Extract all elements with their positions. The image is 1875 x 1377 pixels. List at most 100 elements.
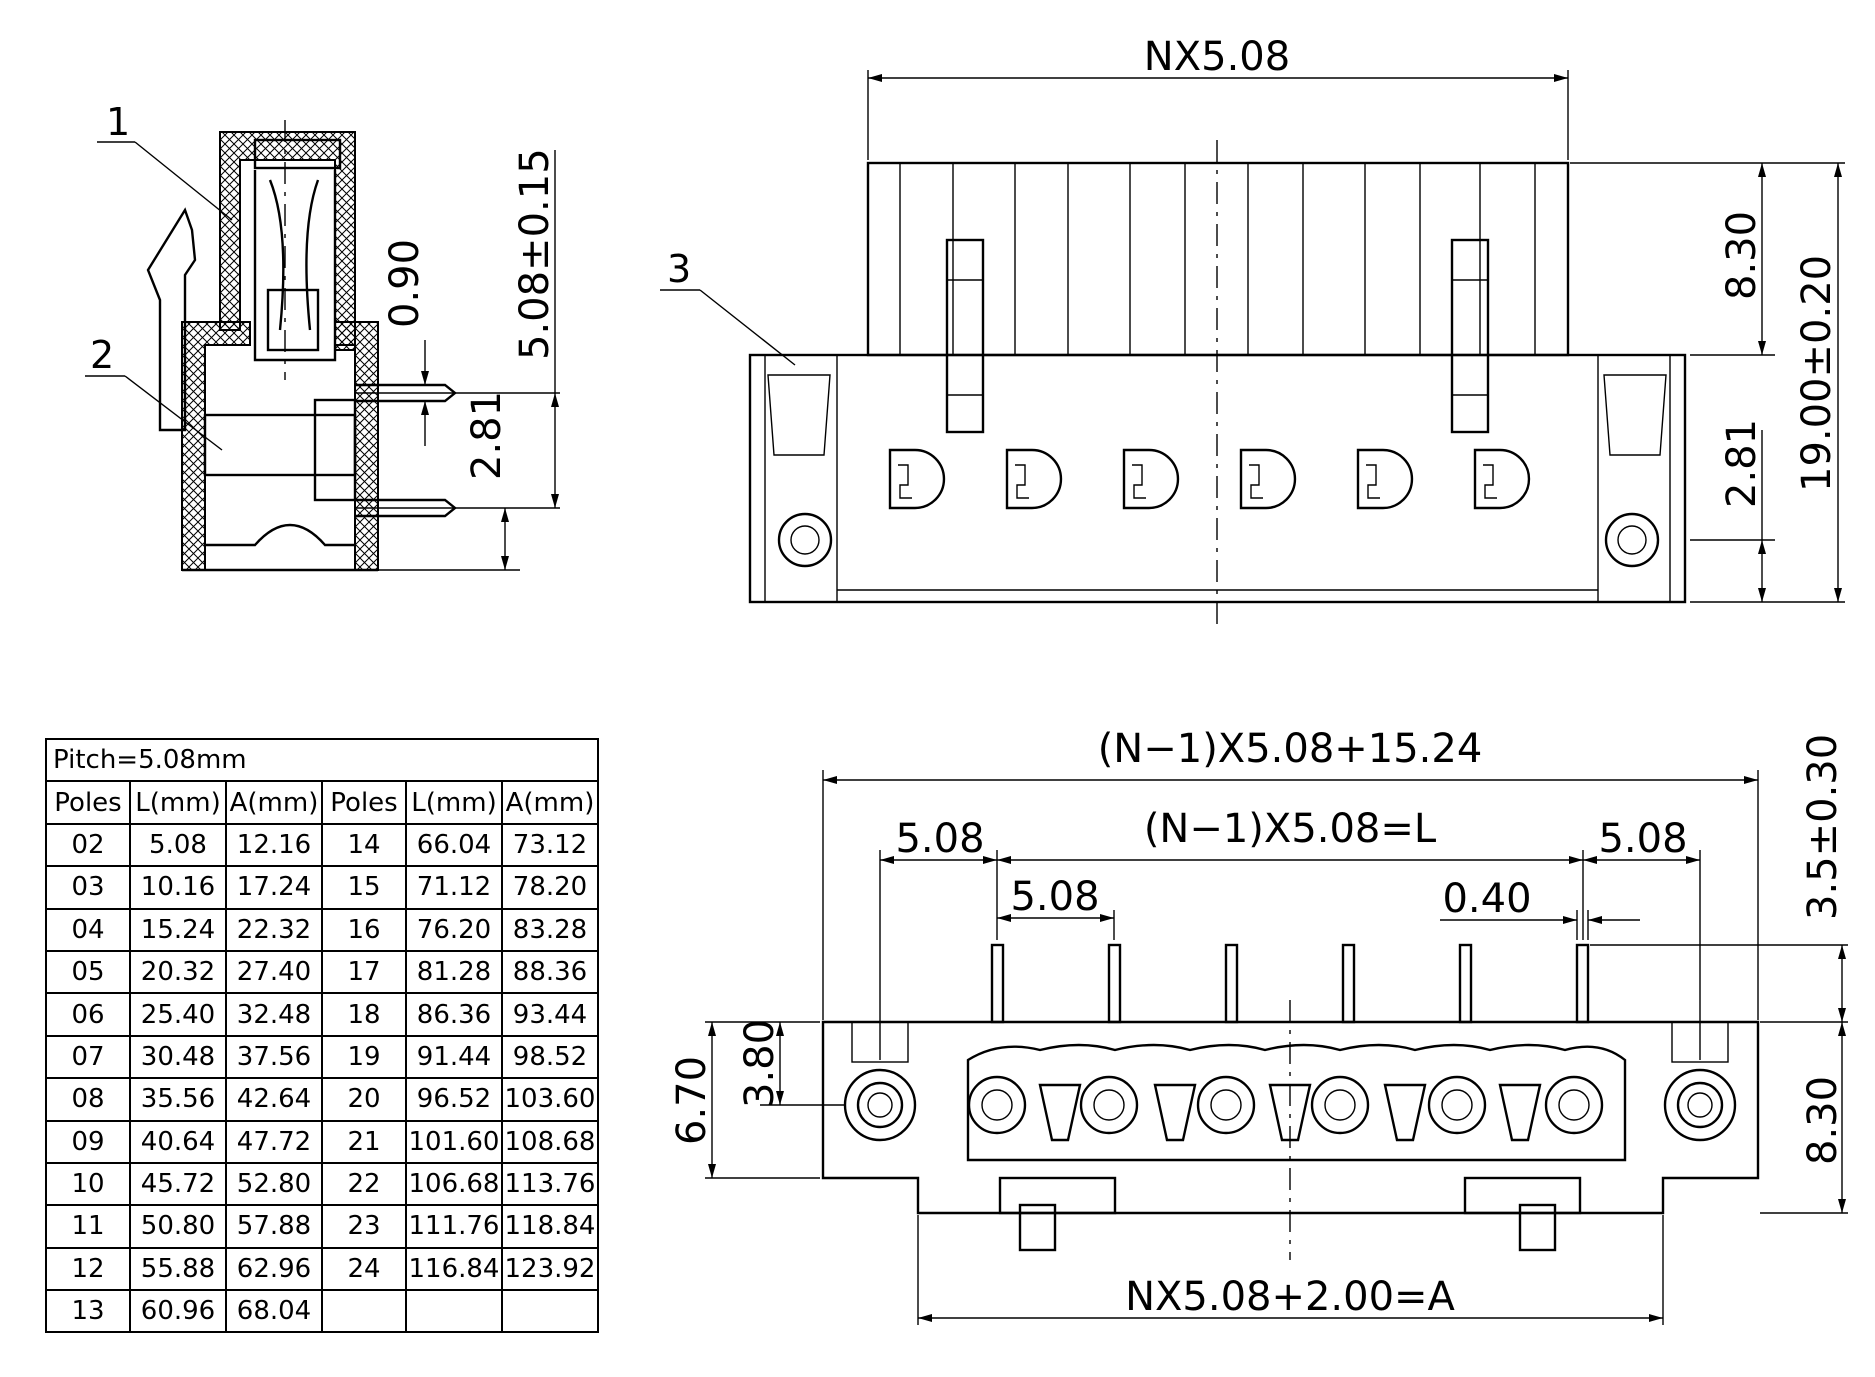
callout-1: 1: [106, 100, 130, 144]
header-a-2: A(mm): [501, 780, 599, 825]
table-cell: 111.76: [405, 1204, 503, 1249]
table-cell: 20.32: [129, 949, 227, 995]
table-cell: 68.04: [225, 1289, 323, 1334]
table-cell: 78.20: [501, 865, 599, 910]
table-cell: 18: [321, 992, 407, 1037]
table-cell: 123.92: [501, 1246, 599, 1292]
table-cell: 25.40: [129, 992, 227, 1037]
top-dim-670-label: 6.70: [669, 1056, 715, 1145]
front-left-hole: [777, 512, 833, 568]
table-cell: 52.80: [225, 1161, 323, 1207]
table-cell: 22: [321, 1161, 407, 1207]
top-right-latch-slot: [1463, 1176, 1582, 1215]
top-dim-380-label: 3.80: [737, 1019, 783, 1108]
table-cell: 47.72: [225, 1119, 323, 1164]
table-cell: 06: [45, 992, 131, 1037]
front-dim-height-label: 19.00±0.20: [1794, 255, 1840, 492]
top-right-latch: [1518, 1203, 1557, 1252]
top-body: [821, 1020, 1760, 1215]
front-left-recess: [767, 374, 831, 456]
table-cell: 07: [45, 1034, 131, 1080]
front-left-latch: [945, 238, 985, 434]
top-dim-a-label: NX5.08+2.00=A: [1125, 1274, 1455, 1320]
side-bottom-contour: [205, 523, 355, 547]
table-cell: 19: [321, 1034, 407, 1080]
table-cell: 08: [45, 1077, 131, 1122]
table-cell: 113.76: [501, 1161, 599, 1207]
top-dim-830-label: 8.30: [1800, 1076, 1846, 1165]
side-screw-head: [253, 138, 342, 170]
table-cell: 73.12: [501, 822, 599, 868]
table-cell: 118.84: [501, 1204, 599, 1249]
front-upper-ribs: [899, 163, 1536, 355]
table-cell: 14: [321, 822, 407, 868]
table-cell: 91.44: [405, 1034, 503, 1080]
table-cell: 45.72: [129, 1161, 227, 1207]
top-left-latch: [1018, 1203, 1057, 1252]
table-cell: [321, 1289, 407, 1334]
table-cell: 03: [45, 865, 131, 910]
top-pins: [990, 943, 1590, 1024]
table-cell: 106.68: [405, 1161, 503, 1207]
table-title-row: Pitch=5.08mm: [45, 737, 599, 783]
top-dim-040-label: 0.40: [1442, 876, 1531, 922]
front-right-recess: [1603, 374, 1667, 456]
top-dim-right508-label: 5.08: [1598, 816, 1687, 862]
side-clamp-body: [266, 288, 320, 352]
callout-3: 3: [667, 247, 691, 291]
table-cell: 17: [321, 949, 407, 995]
table-cell: 55.88: [129, 1246, 227, 1292]
top-screws: [967, 1075, 1604, 1135]
top-dim-left508-label: 5.08: [895, 816, 984, 862]
poles-table: Pitch=5.08mm Poles L(mm) A(mm) Poles L(m…: [45, 737, 599, 1334]
table-cell: 20: [321, 1077, 407, 1122]
front-right-hole: [1604, 512, 1660, 568]
table-cell: 42.64: [225, 1077, 323, 1122]
table-header-row: Poles L(mm) A(mm) Poles L(mm) A(mm): [45, 780, 599, 825]
front-right-ear: [1597, 354, 1671, 603]
side-spring-clamp: [268, 179, 320, 331]
table-cell: 04: [45, 907, 131, 952]
header-a-1: A(mm): [225, 780, 323, 825]
header-l-2: L(mm): [405, 780, 503, 825]
front-dim-281-label: 2.81: [1719, 419, 1765, 508]
top-right-mount: [1663, 1068, 1737, 1142]
table-cell: 17.24: [225, 865, 323, 910]
side-dim-pin-label: 0.90: [382, 239, 428, 328]
table-cell: 83.28: [501, 907, 599, 952]
table-cell: 27.40: [225, 949, 323, 995]
table-cell: 5.08: [129, 822, 227, 868]
table-cell: 13: [45, 1289, 131, 1334]
table-cell: 11: [45, 1204, 131, 1249]
table-cell: 96.52: [405, 1077, 503, 1122]
side-view: 1 2 5.08±0.15 0.90 2.81: [85, 100, 560, 572]
table-cell: 30.48: [129, 1034, 227, 1080]
side-pin-carrier: [203, 413, 357, 477]
table-cell: 15.24: [129, 907, 227, 952]
top-separators: [1038, 1083, 1542, 1142]
top-view: (N−1)X5.08+15.24 5.08 (N−1)X5.08=L 5.08 …: [669, 726, 1848, 1325]
side-latch-hook: [146, 207, 197, 432]
table-cell: 86.36: [405, 992, 503, 1037]
side-clamp-frame: [253, 170, 337, 362]
side-pin-block: [313, 398, 357, 502]
table-cell: [405, 1289, 503, 1334]
table-cell: 12.16: [225, 822, 323, 868]
front-right-latch: [1450, 238, 1490, 434]
table-cell: 10: [45, 1161, 131, 1207]
table-cell: 22.32: [225, 907, 323, 952]
header-poles-1: Poles: [45, 780, 131, 825]
table-cell: 15: [321, 865, 407, 910]
top-dim-35-label: 3.5±0.30: [1800, 734, 1846, 920]
table-cell: 05: [45, 949, 131, 995]
table-cell: 24: [321, 1246, 407, 1292]
